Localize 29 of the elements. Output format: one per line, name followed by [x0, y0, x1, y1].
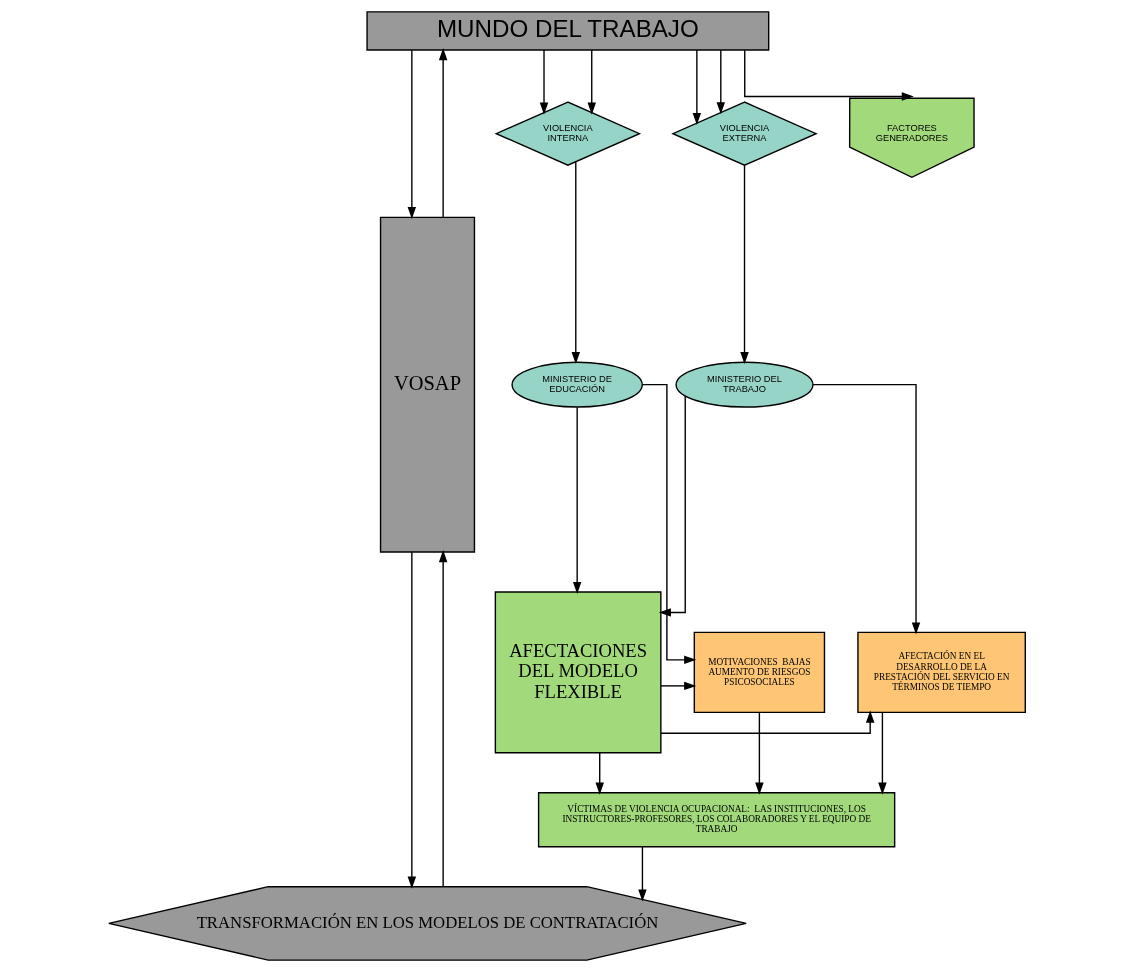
arrow [754, 711, 764, 795]
arrow [407, 551, 416, 889]
arrow [811, 383, 920, 635]
arrow [571, 161, 580, 365]
arrow [438, 550, 447, 888]
node-box: MUNDO DEL TRABAJO [365, 11, 769, 51]
arrow [587, 49, 596, 115]
node-box: AFECTACIÓN EN EL DESARROLLO DE LA PRESTACIÓN DEL SERVICIO EN TÉRMINOS DE TIEMPO [856, 631, 1026, 714]
arrow [877, 711, 887, 795]
arrow [407, 49, 416, 219]
node-ellipse: MINISTERIO DE EDUCACIÓN [510, 361, 643, 408]
node-box: MOTIVACIONES BAJAS AUMENTO DE RIESGOS PSICOSOCIALES [693, 631, 825, 714]
arrow [659, 681, 696, 691]
arrow [743, 49, 914, 101]
arrow [739, 164, 749, 365]
arrow [658, 395, 686, 617]
node-box: VOSAP [379, 216, 475, 553]
arrow [539, 49, 548, 115]
arrow [572, 406, 581, 594]
node-box: VÍCTIMAS DE VIOLENCIA OCUPACIONAL: LAS INSTITUCIONES, LOS INSTRUCTORES-PROFESORES, LOS COLABORADORES Y EL EQUIPO DE TRABAJO [537, 792, 895, 848]
node-ellipse: MINISTERIO DEL TRABAJO [674, 361, 814, 408]
arrow [595, 752, 604, 795]
arrow [641, 383, 696, 665]
node-box: AFECTACIONES DEL MODELO FLEXIBLE [494, 591, 662, 754]
arrow [659, 710, 874, 734]
arrow [692, 49, 701, 125]
arrow [637, 846, 647, 902]
arrow [716, 49, 725, 115]
arrow [438, 48, 447, 218]
